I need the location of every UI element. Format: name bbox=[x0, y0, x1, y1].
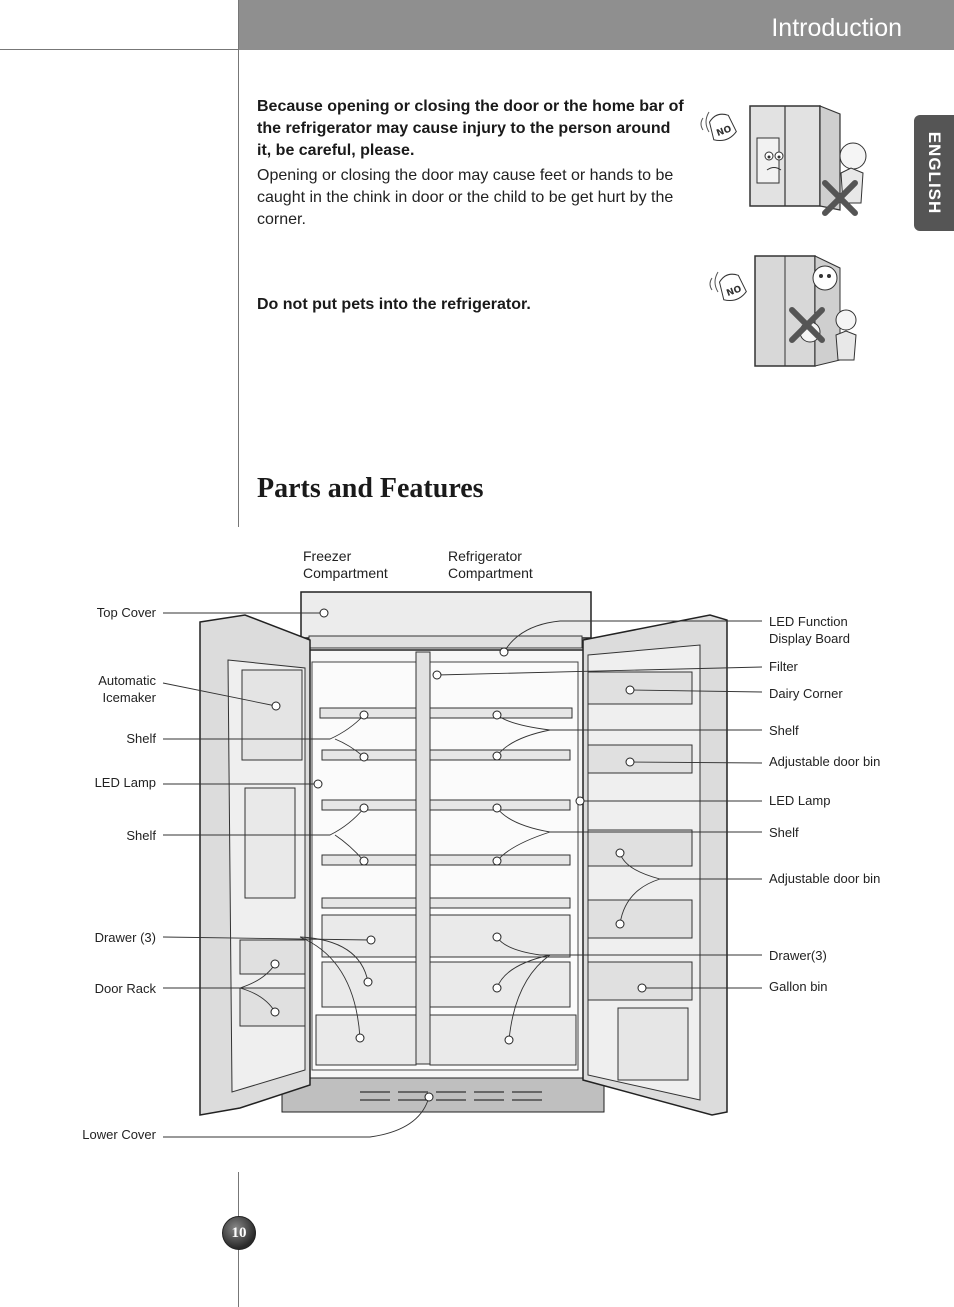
label-led-function-display-board: LED Function Display Board bbox=[769, 614, 850, 646]
label-shelf-left-1: Shelf bbox=[126, 731, 156, 746]
header-title: Introduction bbox=[771, 14, 902, 42]
header-rule bbox=[0, 49, 238, 50]
label-drawer-right: Drawer(3) bbox=[769, 948, 827, 963]
label-drawer-left: Drawer (3) bbox=[94, 930, 156, 945]
warning-door-body: Opening or closing the door may cause fe… bbox=[257, 167, 674, 228]
label-adjustable-door-bin-1: Adjustable door bin bbox=[769, 754, 881, 769]
warning-pets-heading: Do not put pets into the refrigerator. bbox=[257, 296, 531, 313]
label-led-lamp-left: LED Lamp bbox=[94, 775, 156, 790]
label-freezer-compartment: Freezer Compartment bbox=[303, 548, 388, 581]
label-gallon-bin: Gallon bin bbox=[769, 979, 828, 994]
label-dairy-corner: Dairy Corner bbox=[769, 686, 843, 701]
label-led-lamp-right: LED Lamp bbox=[769, 793, 831, 808]
label-adjustable-door-bin-2: Adjustable door bin bbox=[769, 871, 881, 886]
pet-warning-illustration: NO bbox=[709, 255, 857, 367]
door-injury-illustration: NO bbox=[700, 105, 867, 216]
margin-rule-top bbox=[238, 0, 239, 527]
refrigerator-parts-diagram bbox=[162, 591, 763, 1138]
label-shelf-right-2: Shelf bbox=[769, 825, 799, 840]
label-automatic-icemaker: Automatic Icemaker bbox=[98, 673, 156, 705]
header-bar: Introduction bbox=[238, 0, 954, 50]
label-lower-cover: Lower Cover bbox=[82, 1127, 156, 1142]
warning-door-heading: Because opening or closing the door or t… bbox=[257, 98, 684, 159]
page-number: 10 bbox=[231, 1225, 247, 1241]
label-shelf-right-1: Shelf bbox=[769, 723, 799, 738]
page-number-badge: 10 bbox=[222, 1216, 256, 1250]
label-door-rack: Door Rack bbox=[94, 981, 156, 996]
language-tab-label: ENGLISH bbox=[925, 131, 944, 215]
label-refrigerator-compartment: Refrigerator Compartment bbox=[448, 548, 533, 581]
language-tab: ENGLISH bbox=[914, 115, 954, 231]
section-title: Parts and Features bbox=[257, 473, 484, 504]
label-shelf-left-2: Shelf bbox=[126, 828, 156, 843]
label-top-cover: Top Cover bbox=[96, 605, 156, 620]
label-filter: Filter bbox=[769, 659, 798, 674]
no-sign-text: NO bbox=[715, 124, 733, 139]
no-sign-text: NO bbox=[725, 284, 743, 299]
